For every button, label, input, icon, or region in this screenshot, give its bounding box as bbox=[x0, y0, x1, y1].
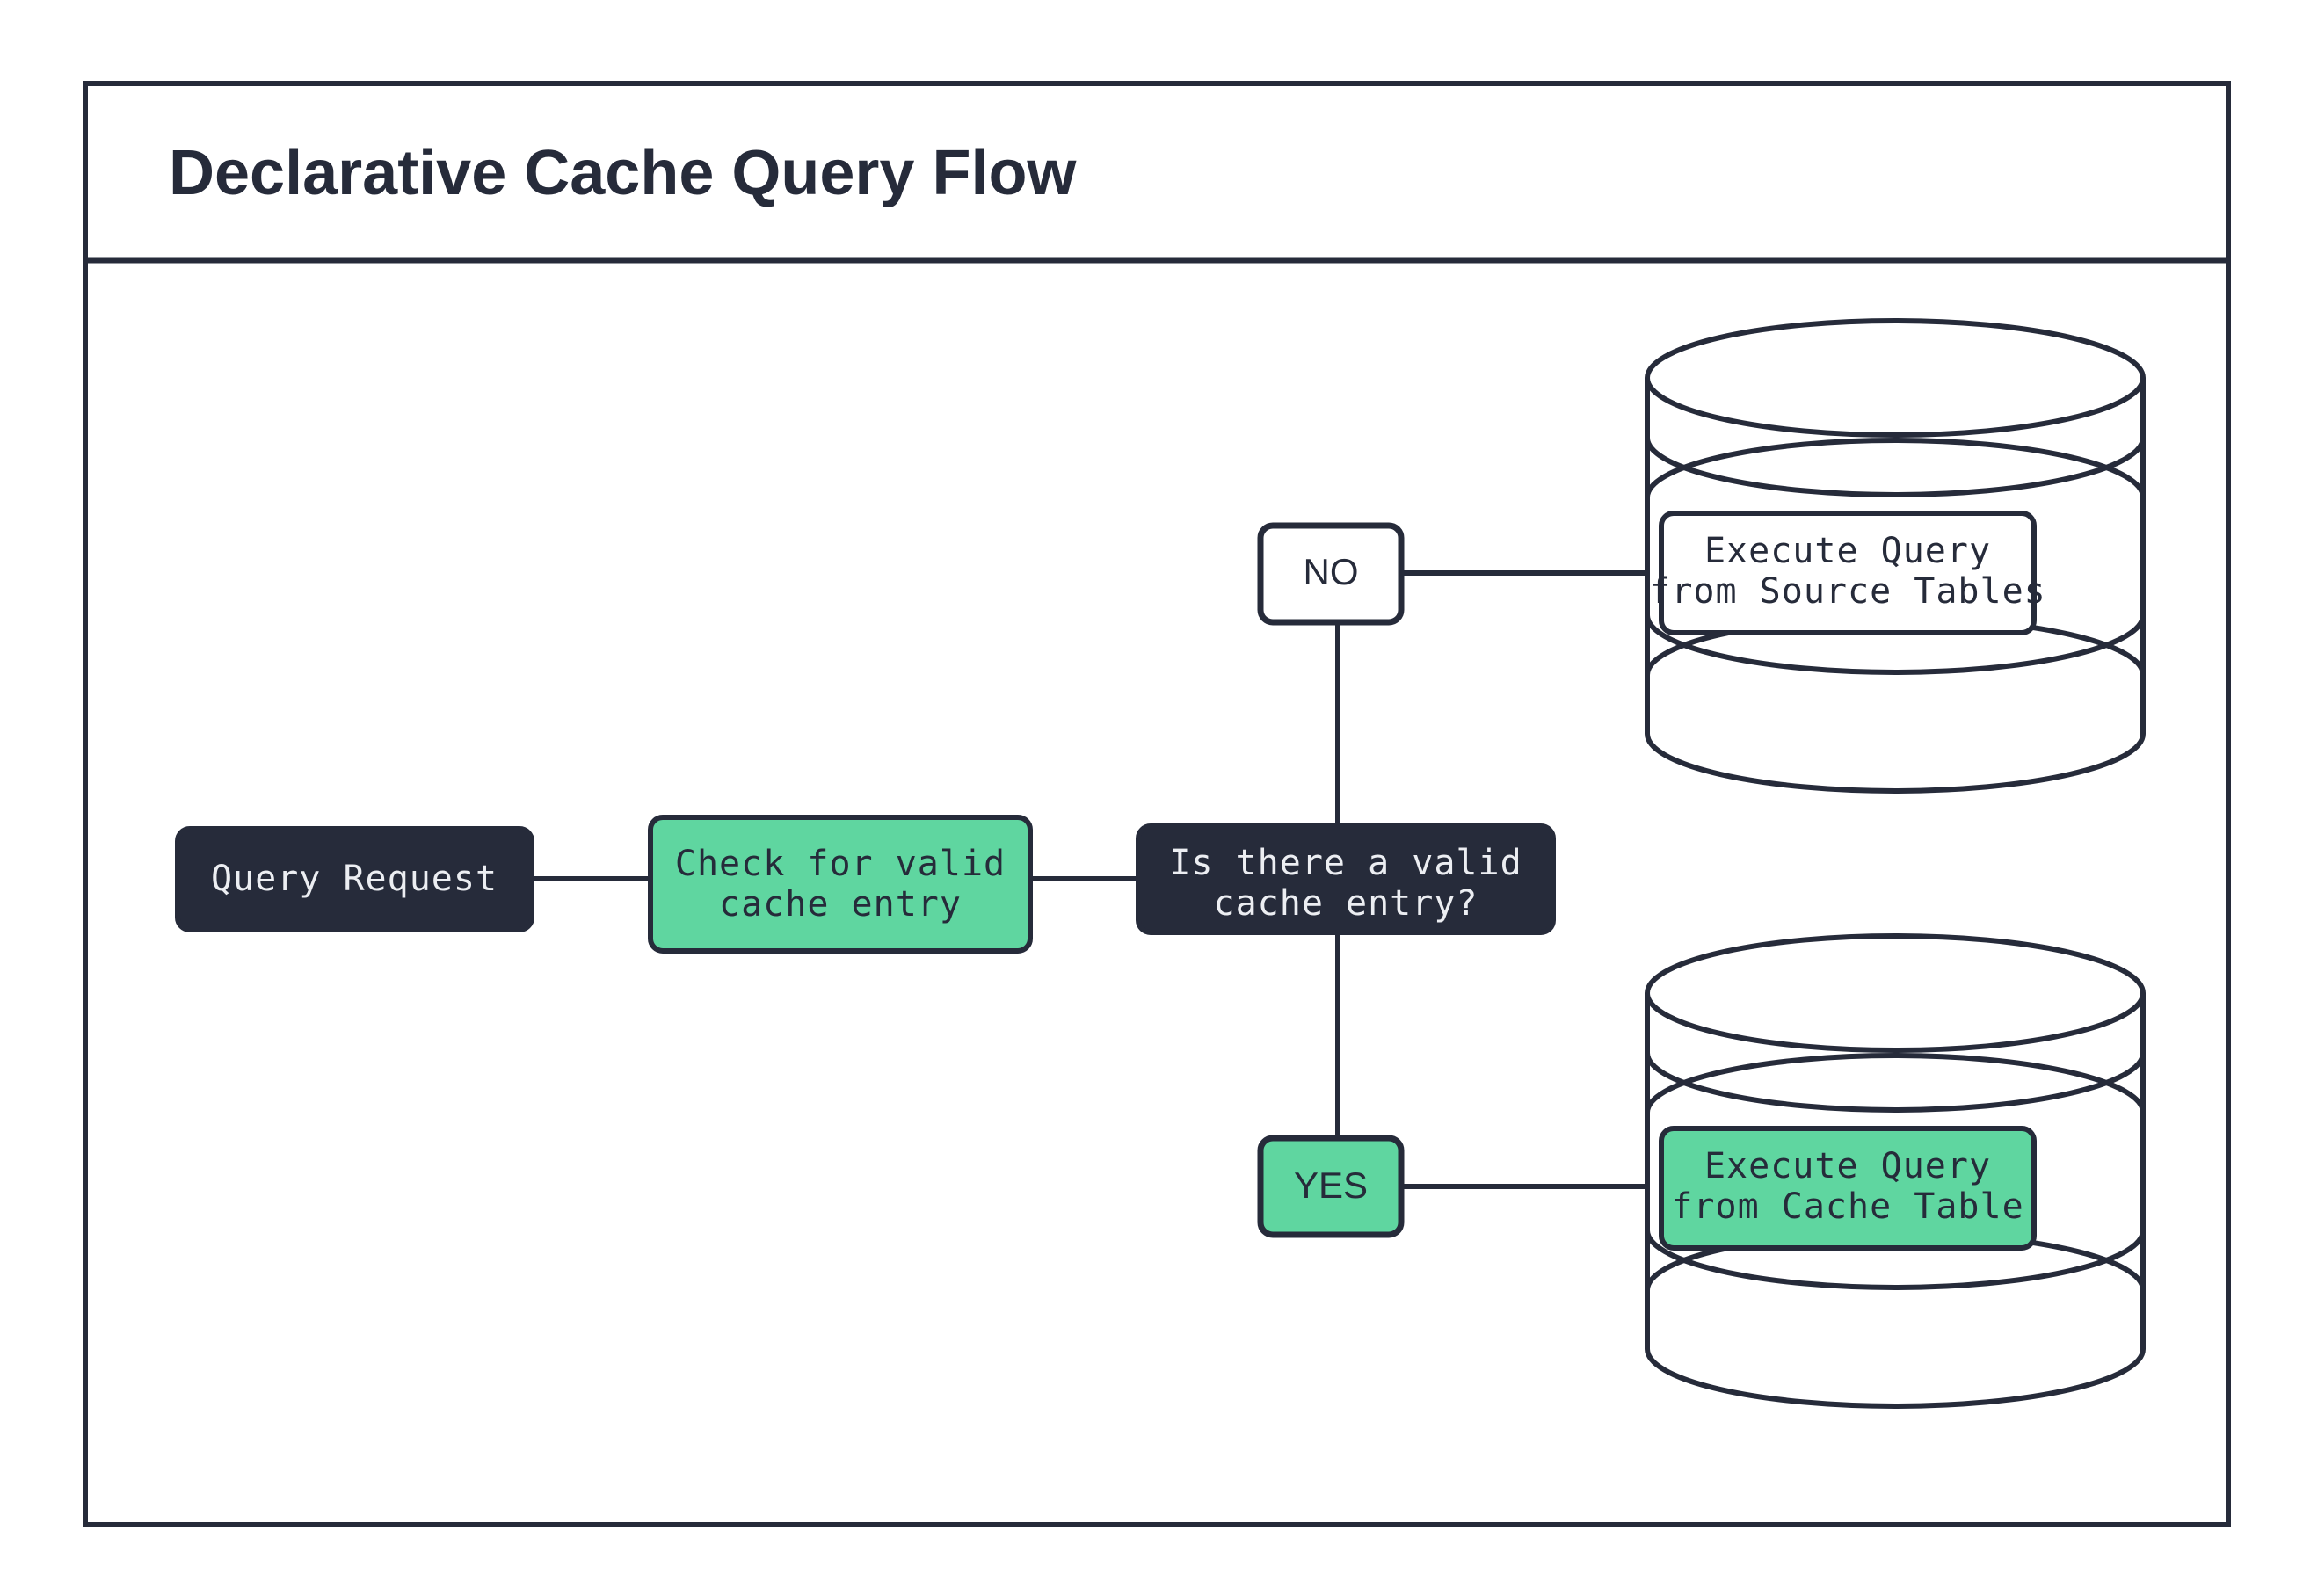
database-cylinder-cache-table[interactable]: Execute Query from Cache Table bbox=[1645, 933, 2146, 1409]
database-cylinder-source-tables[interactable]: Execute Query from Source Tables bbox=[1645, 318, 2146, 794]
branch-no-label: NO bbox=[1304, 551, 1359, 592]
node-query-request[interactable]: Query Request bbox=[175, 826, 534, 932]
source-tables-label-line-2: from Source Tables bbox=[1649, 571, 2045, 612]
decision-label-line-2: cache entry? bbox=[1214, 883, 1478, 924]
check-cache-box[interactable] bbox=[648, 815, 1033, 954]
node-decision-valid-cache[interactable]: Is there a valid cache entry? bbox=[1136, 823, 1556, 935]
cylinder-bottom-arc-source bbox=[1645, 733, 2146, 794]
query-request-label: Query Request bbox=[211, 859, 498, 899]
diagram-frame bbox=[83, 81, 2231, 1527]
cylinder-seam-3-cache bbox=[1645, 1230, 2146, 1290]
check-cache-label-line-1: Check for valid bbox=[675, 844, 1006, 884]
branch-no-box[interactable] bbox=[1257, 522, 1405, 626]
node-branch-yes[interactable]: YES bbox=[1257, 1135, 1405, 1238]
cylinder-label-plate-source bbox=[1659, 511, 2037, 635]
query-request-box[interactable] bbox=[175, 826, 534, 932]
node-check-cache-entry[interactable]: Check for valid cache entry bbox=[648, 815, 1033, 954]
cache-table-label-line-1: Execute Query bbox=[1704, 1146, 1991, 1186]
cylinder-seam-1-cache bbox=[1645, 1052, 2146, 1113]
cylinder-seam-1-source bbox=[1645, 437, 2146, 497]
page-title: Declarative Cache Query Flow bbox=[169, 138, 1077, 208]
decision-label-line-1: Is there a valid bbox=[1169, 843, 1522, 883]
cylinder-seam-2-source bbox=[1645, 438, 2146, 498]
branch-yes-box[interactable] bbox=[1257, 1135, 1405, 1238]
edge-group bbox=[532, 570, 1661, 1189]
cylinder-seam-2-cache bbox=[1645, 1053, 2146, 1114]
cylinder-label-plate-cache bbox=[1659, 1126, 2037, 1251]
decision-box[interactable] bbox=[1136, 823, 1556, 935]
cache-table-label-line-2: from Cache Table bbox=[1671, 1186, 2023, 1227]
node-branch-no[interactable]: NO bbox=[1257, 522, 1405, 626]
cylinder-seam-3-source bbox=[1645, 614, 2146, 675]
cylinder-bottom-arc-cache bbox=[1645, 1348, 2146, 1409]
branch-yes-label: YES bbox=[1294, 1164, 1368, 1206]
source-tables-label-line-1: Execute Query bbox=[1704, 531, 1991, 571]
check-cache-label-line-2: cache entry bbox=[719, 884, 962, 925]
